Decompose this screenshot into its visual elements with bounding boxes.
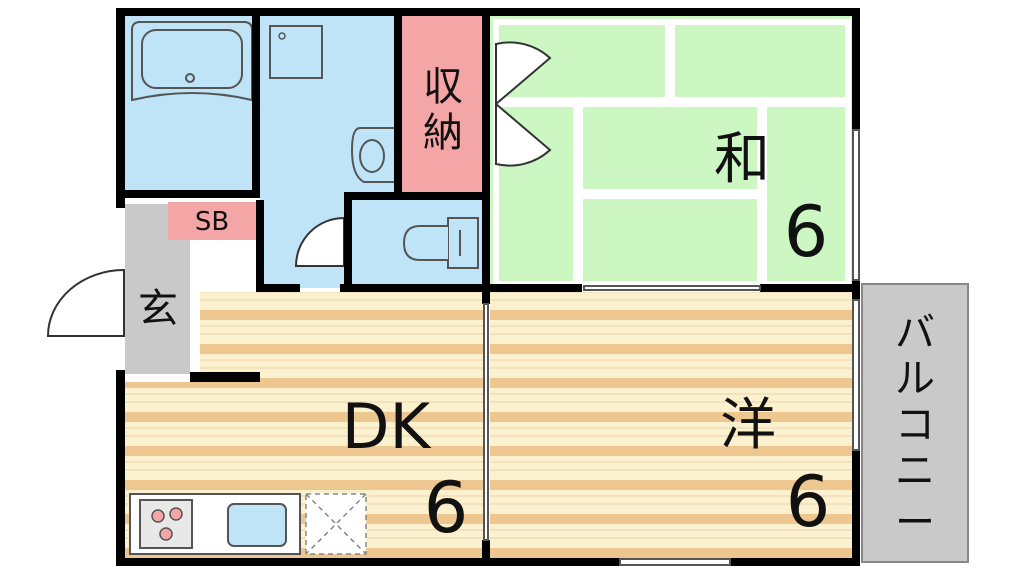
shoe-box	[168, 202, 256, 240]
dk-size: 6	[424, 467, 469, 549]
balcony-char: ル	[895, 356, 935, 402]
washitsu-size: 6	[784, 191, 829, 273]
wash-basin	[350, 127, 394, 183]
washer-drain	[278, 32, 286, 40]
western-label: 洋	[720, 393, 776, 458]
storage-label-top: 収	[423, 64, 463, 110]
shoe-box-label: SB	[195, 207, 229, 237]
balcony-char: ニ	[895, 448, 935, 494]
bathtub	[131, 21, 253, 102]
western-floor	[490, 292, 854, 558]
storage-room	[400, 16, 486, 192]
toilet-fixture	[402, 217, 479, 269]
washitsu-label: 和	[714, 127, 770, 192]
balcony-char: ー	[895, 500, 935, 546]
door-swings	[46, 41, 552, 337]
balcony-rail	[861, 283, 969, 563]
western-size: 6	[786, 461, 831, 543]
dk-label: DK	[342, 390, 432, 463]
kitchen-counter	[129, 493, 301, 555]
fridge-space	[305, 493, 367, 555]
balcony-label: バ ル コ ニ ー	[895, 310, 935, 546]
walls	[116, 8, 860, 566]
dk-floor	[200, 292, 486, 382]
balcony-char: コ	[895, 402, 935, 448]
windows	[483, 129, 860, 566]
balcony-area	[862, 284, 968, 562]
entrance-label: 玄	[138, 286, 178, 332]
washer-pan	[269, 25, 323, 79]
balcony-char: バ	[895, 310, 935, 356]
storage-label-bottom: 納	[423, 110, 463, 156]
